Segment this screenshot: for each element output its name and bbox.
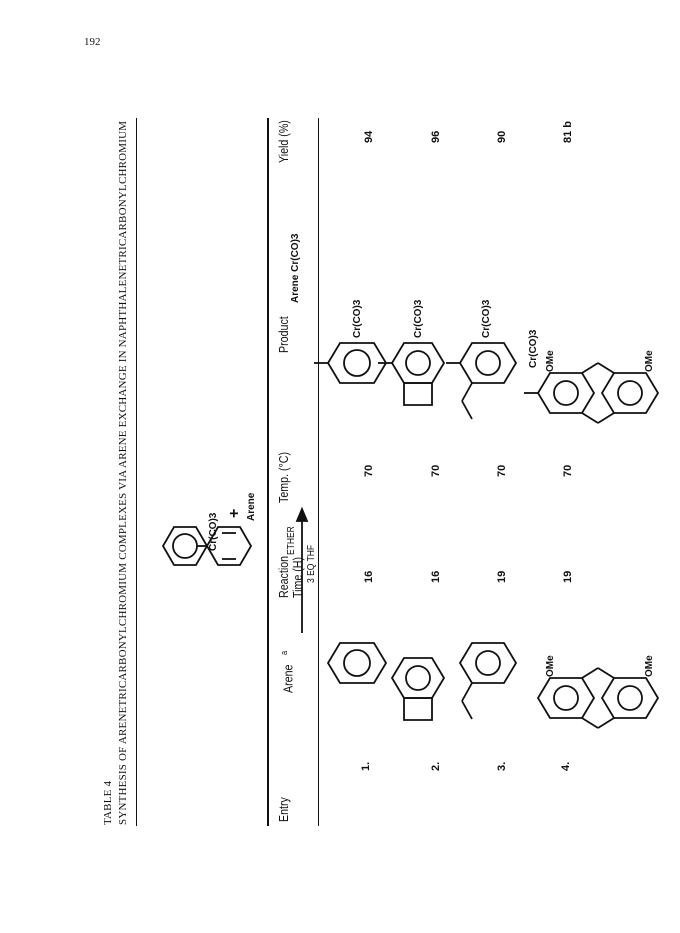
entry-4-yield: 81 b xyxy=(562,120,574,143)
entry-4-product-ome-bottom: OMe xyxy=(644,350,655,372)
entry-4-product-label: Cr(CO)3 xyxy=(528,329,539,368)
page-number: 192 xyxy=(84,36,101,48)
entry-4-product-ome-top: OMe xyxy=(545,350,556,372)
